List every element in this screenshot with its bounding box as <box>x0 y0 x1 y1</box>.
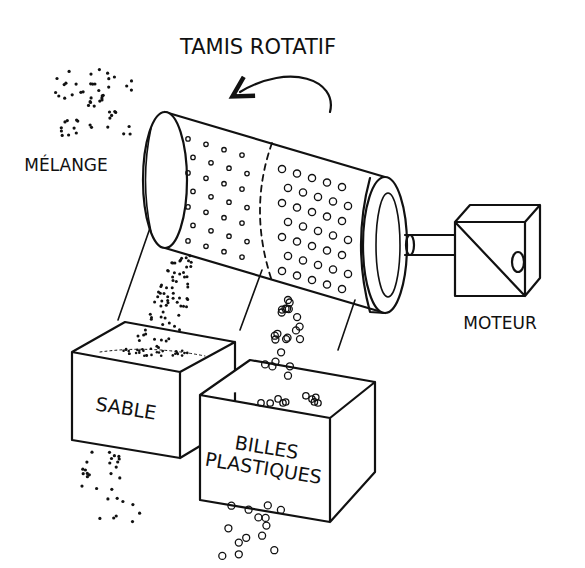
motor-shaft <box>405 235 458 255</box>
cylinder-body <box>165 112 385 313</box>
motor-symbol <box>512 252 524 272</box>
diagram-title: TAMIS ROTATIF <box>180 36 336 59</box>
part-label: MÉLANGE <box>24 156 108 175</box>
part-label: MOTEUR <box>463 314 536 333</box>
rotation-arrow <box>240 77 331 112</box>
motor-box <box>455 205 540 296</box>
divider-dashed <box>260 143 272 281</box>
cylinder-end <box>363 177 407 313</box>
bin-label: SABLE <box>94 393 158 423</box>
